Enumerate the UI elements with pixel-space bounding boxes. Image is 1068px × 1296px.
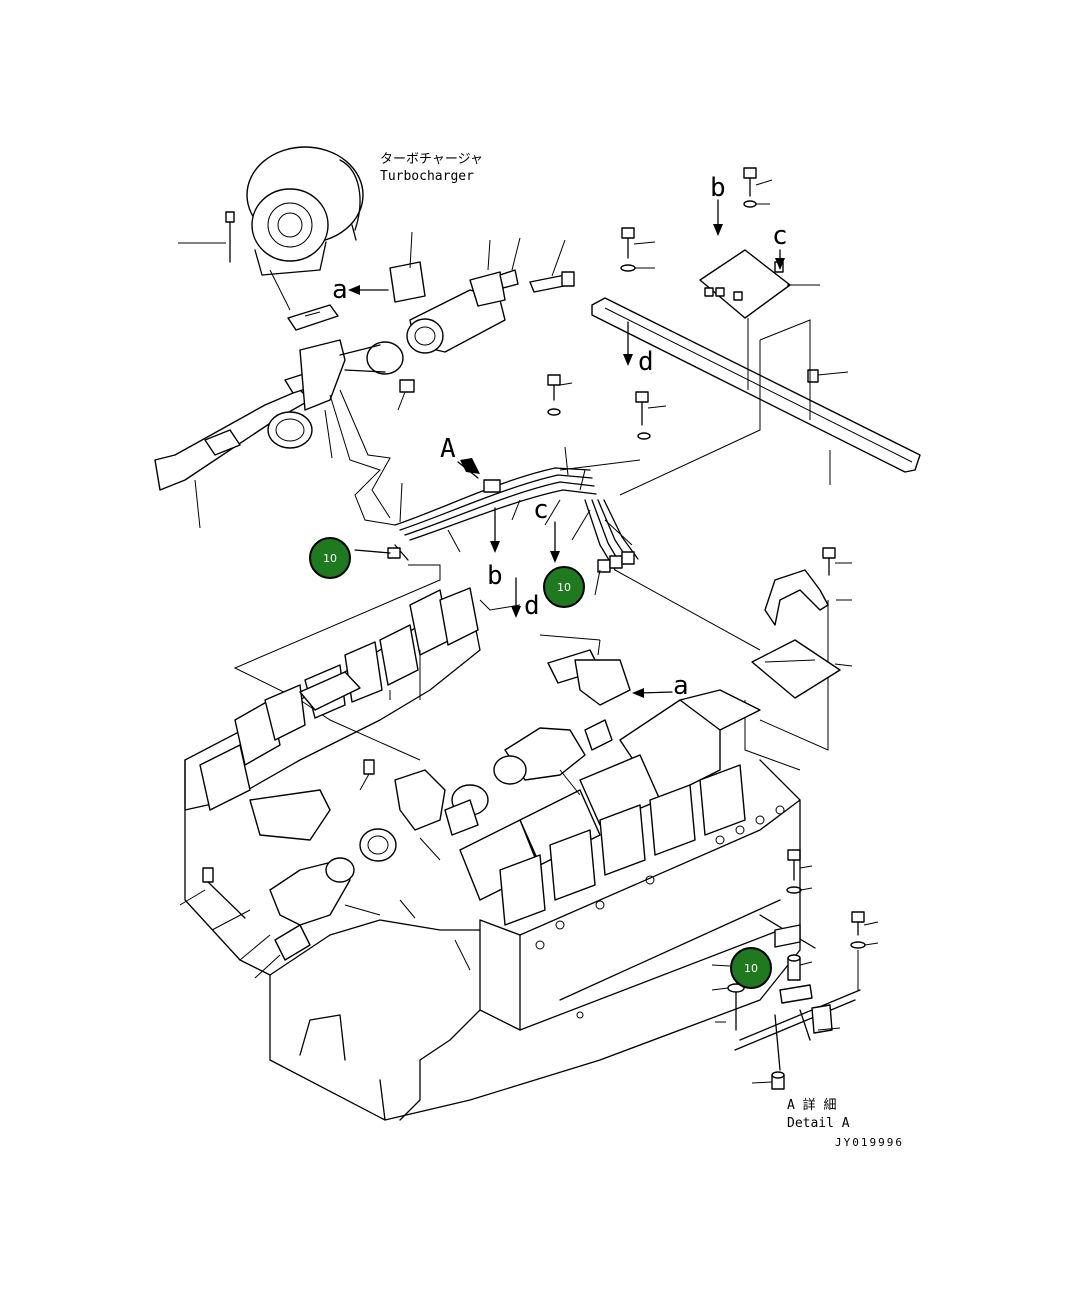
bracket-rail	[591, 249, 921, 485]
view-marker-c-top: c	[772, 221, 788, 251]
view-marker-a-top: a	[332, 275, 348, 305]
view-marker-b-top: b	[710, 173, 726, 203]
detail-a-assembly	[711, 914, 861, 1090]
callout-10-middle[interactable]: 10	[543, 566, 585, 608]
detail-a-label-en: Detail A	[787, 1116, 850, 1131]
callout-label: 10	[557, 581, 571, 594]
exhaust-manifold-right	[389, 231, 575, 354]
detail-a-label-jp: A 詳 細	[787, 1097, 836, 1113]
view-marker-d-mid: d	[524, 591, 540, 621]
callout-10-detail[interactable]: 10	[730, 947, 772, 989]
leader-lines	[233, 340, 853, 771]
bracket-plates	[751, 569, 841, 699]
exhaust-manifold-left	[154, 339, 415, 529]
turbocharger	[178, 146, 364, 276]
turbocharger-label-jp: ターボチャージャ	[380, 152, 483, 167]
callout-label: 10	[323, 552, 337, 565]
fasteners	[179, 167, 879, 949]
view-marker-a-right: a	[673, 671, 689, 701]
callout-label: 10	[744, 962, 758, 975]
text-labels: ターボチャージャ Turbocharger A 詳 細 Detail A JY0…	[332, 152, 904, 1149]
view-marker-A: A	[440, 434, 456, 464]
turbo-gasket	[287, 304, 339, 331]
turbocharger-label-en: Turbocharger	[380, 169, 474, 184]
drawing-number: JY019996	[835, 1136, 904, 1149]
wiring-harness	[354, 446, 639, 596]
view-marker-b-mid: b	[487, 561, 503, 591]
callout-10-left[interactable]: 10	[309, 537, 351, 579]
view-marker-c-mid: c	[533, 495, 549, 525]
engine-block	[184, 587, 801, 1121]
view-marker-d-top: d	[638, 347, 654, 377]
view-arrows	[348, 199, 785, 698]
